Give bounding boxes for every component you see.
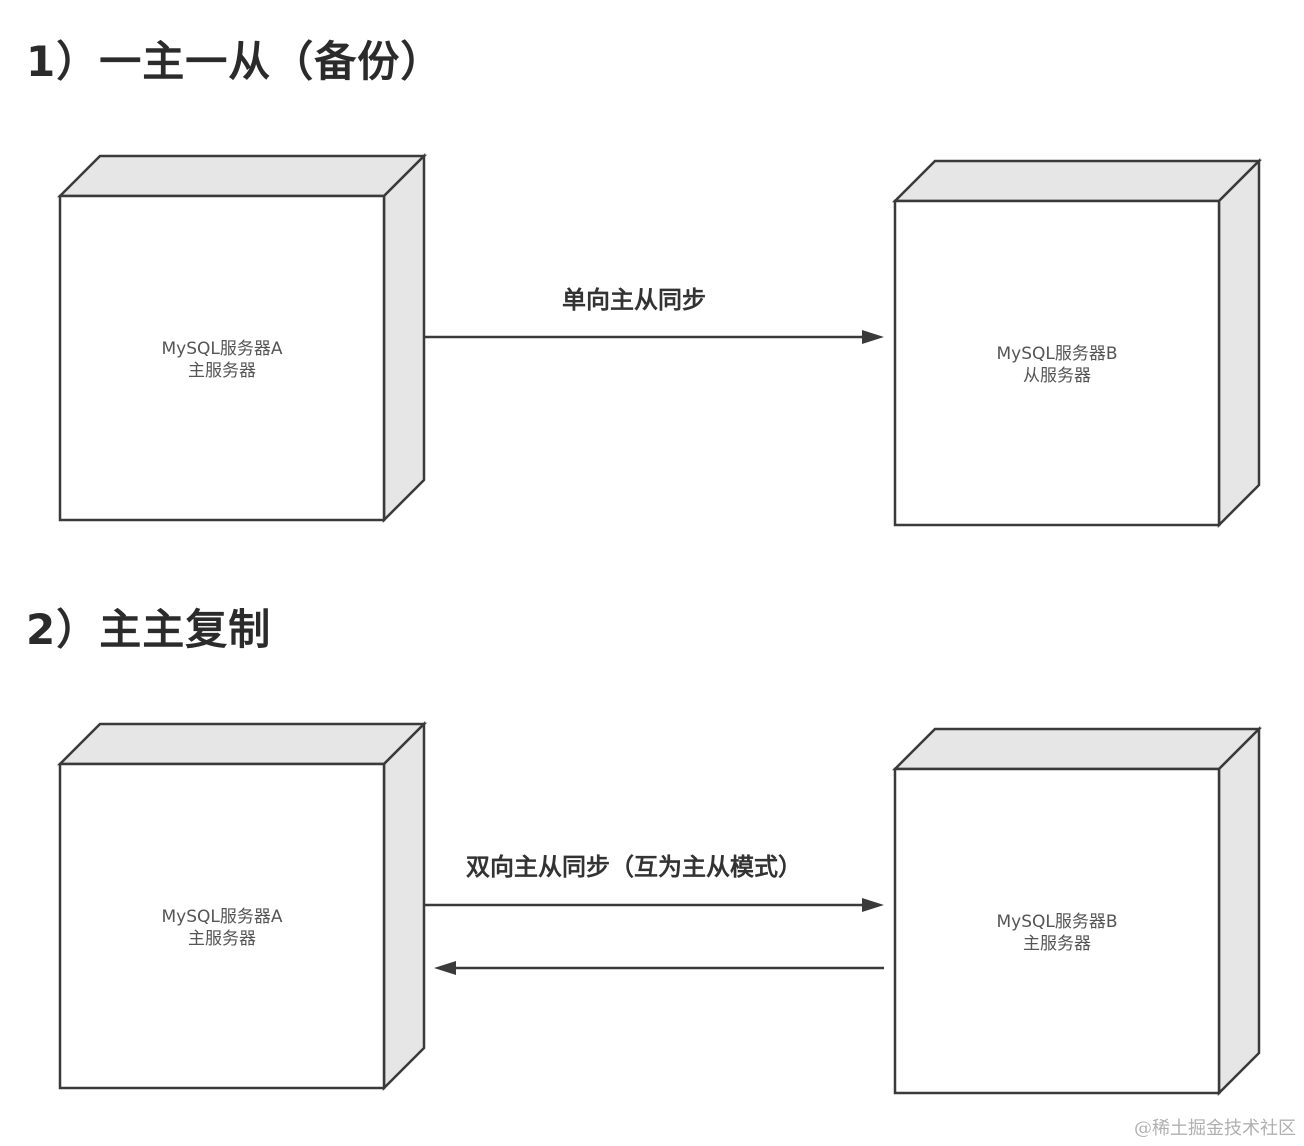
section2-server-a-role: 主服务器 (188, 929, 256, 949)
section1-sync-arrow (424, 330, 884, 344)
section2-server-b-label: MySQL服务器B 主服务器 (957, 911, 1157, 955)
section2-sync-arrow-b-to-a (434, 961, 884, 975)
section1-server-a-box (56, 152, 428, 524)
section1-server-b-role: 从服务器 (1023, 366, 1091, 386)
section2-server-b-role: 主服务器 (1023, 934, 1091, 954)
section1-server-b-box (891, 157, 1263, 529)
section2-server-a-box (56, 720, 428, 1092)
section2-arrow-label: 双向主从同步（互为主从模式） (466, 853, 802, 881)
section1-server-a-name: MySQL服务器A (161, 339, 283, 359)
watermark-text: @稀土掘金技术社区 (1134, 1118, 1296, 1139)
section1-server-b-label: MySQL服务器B 从服务器 (957, 343, 1157, 387)
section1-server-a-role: 主服务器 (188, 361, 256, 381)
section1-server-a-label: MySQL服务器A 主服务器 (122, 338, 322, 382)
section2-server-b-box (891, 725, 1263, 1097)
section1-heading: 1）一主一从（备份） (26, 37, 444, 86)
section2-server-b-name: MySQL服务器B (996, 912, 1118, 932)
section2-heading: 2）主主复制 (26, 605, 272, 654)
section2-server-a-name: MySQL服务器A (161, 907, 283, 927)
section1-server-b-name: MySQL服务器B (996, 344, 1118, 364)
section1-arrow-label: 单向主从同步 (562, 286, 706, 314)
section2-sync-arrow-a-to-b (424, 898, 884, 912)
section2-server-a-label: MySQL服务器A 主服务器 (122, 906, 322, 950)
